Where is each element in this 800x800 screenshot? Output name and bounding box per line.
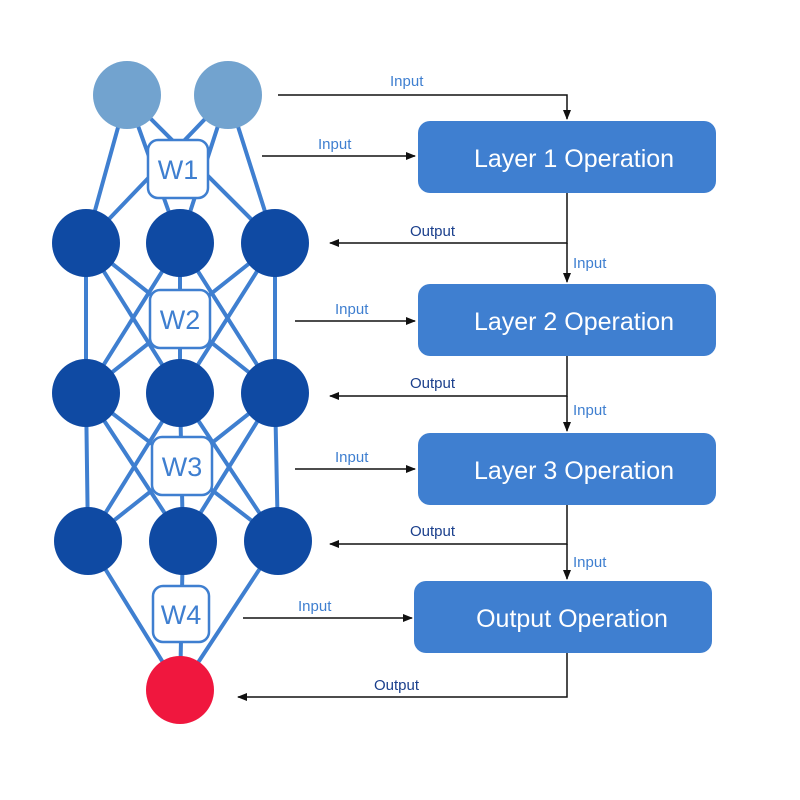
layer-3-operation-label: Layer 3 Operation xyxy=(474,457,674,485)
weight-label-w4: W4 xyxy=(161,600,202,630)
input-label: Input xyxy=(390,73,424,90)
input-label: Input xyxy=(298,598,332,615)
input-node xyxy=(194,61,262,129)
input-label: Input xyxy=(573,402,607,419)
weight-box-w3: W3 xyxy=(150,435,214,497)
layer-2-operation-label: Layer 2 Operation xyxy=(474,308,674,336)
weight-label-w2: W2 xyxy=(160,305,201,335)
input-node xyxy=(93,61,161,129)
input-arrow-top xyxy=(278,94,571,120)
weight-box-w4: W4 xyxy=(151,584,211,644)
output-operation-box: Output Operation xyxy=(414,581,712,653)
hidden2-node xyxy=(241,359,309,427)
input-label: Input xyxy=(573,255,607,272)
flow-arrows xyxy=(237,94,571,701)
network-nodes xyxy=(52,61,312,724)
hidden3-node xyxy=(149,507,217,575)
weight-box-w2: W2 xyxy=(148,288,212,350)
weight-label-w1: W1 xyxy=(158,155,199,185)
arrow-labels: Input Input Output Input Input Output In… xyxy=(298,73,607,694)
hidden1-node xyxy=(52,209,120,277)
input-label: Input xyxy=(318,136,352,153)
layer-2-operation-box: Layer 2 Operation xyxy=(418,284,716,356)
hidden1-node xyxy=(241,209,309,277)
input-label: Input xyxy=(335,301,369,318)
output-node xyxy=(146,656,214,724)
hidden2-node xyxy=(52,359,120,427)
output-operation-label: Output Operation xyxy=(476,605,668,633)
layer-1-operation-label: Layer 1 Operation xyxy=(474,145,674,173)
hidden1-node xyxy=(146,209,214,277)
hidden3-node xyxy=(244,507,312,575)
input-label: Input xyxy=(335,449,369,466)
hidden3-node xyxy=(54,507,122,575)
output-label: Output xyxy=(374,677,420,694)
layer-3-operation-box: Layer 3 Operation xyxy=(418,433,716,505)
weight-box-w1: W1 xyxy=(146,138,210,200)
layer-1-operation-box: Layer 1 Operation xyxy=(418,121,716,193)
output-label: Output xyxy=(410,223,456,240)
output-label: Output xyxy=(410,375,456,392)
input-label: Input xyxy=(573,554,607,571)
output-label: Output xyxy=(410,523,456,540)
output-arrow-final xyxy=(237,653,568,701)
hidden2-node xyxy=(146,359,214,427)
weight-label-w3: W3 xyxy=(162,452,203,482)
